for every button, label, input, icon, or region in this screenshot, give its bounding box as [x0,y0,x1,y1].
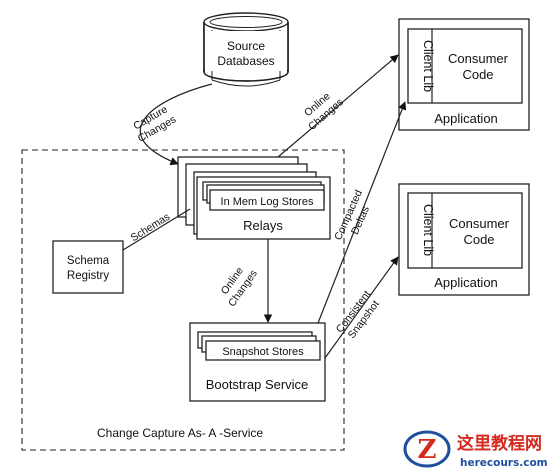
online-changes-up-arrow [277,54,399,158]
watermark-logo: Z 这里教程网 herecours.com [403,430,548,469]
bootstrap-service-label: Bootstrap Service [206,377,309,392]
schemas-line [122,208,191,251]
service-boundary [21,149,345,451]
application-2-label: Application [434,275,498,290]
in-mem-log-stores-label: In Mem Log Stores [221,196,314,208]
snapshot-stores-label: Snapshot Stores [222,346,304,358]
consumer-code-2-line2: Code [463,232,494,247]
source-db-line1: Source [227,39,265,53]
client-lib-2: Client Lib [421,204,435,256]
capture-changes-arrow [139,83,213,166]
application-2: Client Lib Consumer Code Application [398,183,530,296]
source-databases: Source Databases [203,12,289,87]
consistent-snapshot-arrow [324,256,399,359]
relays: In Mem Log Stores Relays [177,156,331,240]
consumer-code-2-line1: Consumer [449,216,510,231]
snapshot-stores: Snapshot Stores [197,331,321,361]
relays-label: Relays [243,218,283,233]
schemas-label: Schemas [129,211,172,244]
schema-registry-line2: Registry [67,270,109,282]
watermark-name: 这里教程网 [457,433,542,454]
watermark-emblem-letter: Z [418,435,437,465]
schema-registry: Schema Registry [52,240,124,294]
source-db-line2: Databases [217,54,274,68]
in-mem-log-stores: In Mem Log Stores [202,181,325,211]
service-boundary-label: Change Capture As- A -Service [97,426,263,440]
application-1-label: Application [434,111,498,126]
consumer-code-1-line1: Consumer [448,51,509,66]
bootstrap-service: Snapshot Stores Bootstrap Service [189,322,326,402]
compacted-deltas-arrow [317,101,407,324]
application-1: Client Lib Consumer Code Application [398,18,530,131]
watermark-url: herecours.com [460,457,548,469]
client-lib-1: Client Lib [421,40,435,92]
consumer-code-1-line2: Code [462,67,493,82]
schema-registry-line1: Schema [67,255,110,267]
watermark-emblem-icon [403,430,451,468]
